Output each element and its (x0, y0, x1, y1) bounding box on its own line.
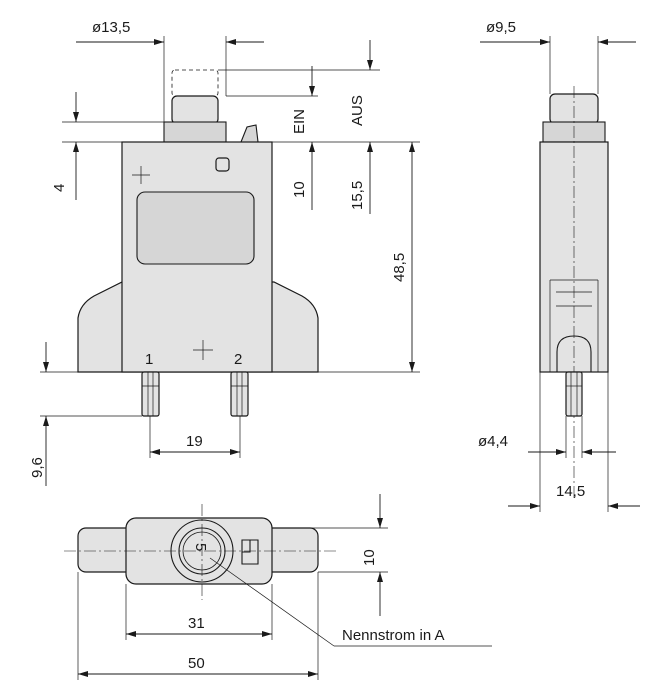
dim-body-width: 31 (188, 615, 205, 632)
rating-button-outer (170, 519, 234, 583)
indicator-square-top (241, 539, 259, 565)
button-collar (163, 121, 227, 143)
dim-terminal-spacing: 19 (186, 433, 203, 450)
callout-rated-current: Nennstrom in A (342, 627, 445, 644)
dim-button-diameter: ø13,5 (92, 19, 130, 36)
top-view: 5 Nennstrom in A 10 31 50 (64, 494, 492, 680)
dim-terminal-length: 9,6 (29, 457, 46, 478)
side-terminal-pin (565, 371, 583, 417)
label-ein-state: EIN (291, 109, 308, 134)
dim-button-height: 4 (51, 184, 68, 192)
dim-top-height: 10 (361, 549, 378, 566)
trip-lever (240, 124, 259, 143)
dim-body-height: 48,5 (391, 253, 408, 282)
front-view: 1 2 ø13,5 4 EIN AUS 10 15,5 48,5 (29, 19, 420, 486)
center-mark-cross (132, 166, 150, 184)
dim-on-travel: 10 (291, 181, 308, 198)
terminal-pin-1 (141, 371, 160, 417)
terminal-label-2: 2 (234, 351, 242, 368)
side-view: ø9,5 ø4,4 14,5 (478, 19, 640, 512)
label-window (136, 191, 255, 265)
dim-total-width: 50 (188, 655, 205, 672)
rating-button-mid (178, 527, 226, 575)
terminal-pin-2 (230, 371, 249, 417)
dim-pin-diameter: ø4,4 (478, 433, 508, 450)
dim-off-travel: 15,5 (349, 181, 366, 210)
dim-side-button-diameter: ø9,5 (486, 19, 516, 36)
button-cap (171, 95, 219, 125)
dim-depth: 14,5 (556, 483, 585, 500)
center-mark-cross (193, 340, 213, 360)
indicator-square (215, 157, 230, 172)
button-off-position-outline (171, 69, 219, 97)
rating-button-inner (182, 531, 222, 571)
rating-marking: 5 (192, 543, 209, 551)
label-aus-state: AUS (349, 95, 366, 126)
terminal-label-1: 1 (145, 351, 153, 368)
